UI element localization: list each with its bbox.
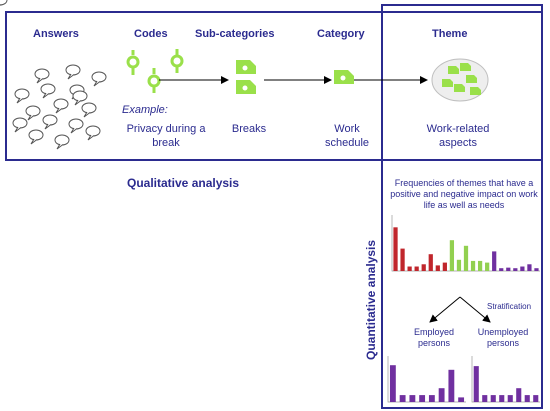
frequency-chart-bar — [456, 259, 462, 271]
codes-header: Codes — [134, 28, 168, 40]
employed-chart-bar — [399, 395, 406, 402]
subcategory-tags — [236, 60, 256, 94]
employed-chart-bar — [419, 395, 426, 402]
frequency-chart — [391, 215, 540, 272]
frequency-chart-bar — [506, 267, 511, 271]
frequency-chart-bar — [477, 260, 483, 271]
answers-header: Answers — [33, 28, 79, 40]
employed-chart-bar — [448, 369, 455, 402]
quantitative-frame — [381, 4, 543, 409]
frequency-chart-bar — [407, 266, 412, 271]
frequency-chart-bar — [463, 245, 469, 271]
stratification-label: Stratification — [487, 302, 532, 311]
code-icons — [126, 49, 184, 93]
frequency-chart-bar — [393, 227, 398, 271]
frequency-chart-bar — [449, 240, 455, 271]
quantitative-label: Quantitative analysis — [364, 240, 378, 360]
subcategories-header: Sub-categories — [195, 28, 275, 40]
arrow-to-employed — [429, 296, 461, 323]
unemployed-label: Unemployed persons — [477, 327, 529, 348]
theme-text: Work-related aspects — [426, 123, 490, 149]
employed-chart-bar — [458, 397, 465, 402]
employed-chart — [387, 356, 466, 403]
unemployed-chart-bar — [533, 395, 539, 402]
employed-chart-bar — [409, 395, 416, 402]
category-header: Category — [317, 28, 365, 40]
category-tag — [334, 70, 354, 84]
frequency-chart-bar — [499, 268, 504, 271]
frequency-chart-bar — [428, 254, 433, 271]
frequency-chart-bar — [400, 248, 405, 271]
employed-chart-bar — [438, 388, 445, 402]
unemployed-chart — [471, 356, 540, 403]
unemployed-chart-bar — [482, 395, 488, 402]
frequency-chart-bar — [485, 262, 490, 271]
example-label: Example: — [122, 104, 168, 116]
unemployed-chart-bar — [473, 366, 479, 402]
frequency-caption: Frequencies of themes that have a positi… — [390, 178, 538, 210]
frequency-chart-bar — [492, 251, 497, 271]
arrow-to-unemployed — [459, 296, 491, 323]
qualitative-label: Qualitative analysis — [127, 176, 240, 190]
frequency-chart-axis — [391, 215, 540, 272]
unemployed-chart-bar — [507, 395, 513, 402]
frequency-chart-bar — [435, 265, 440, 271]
unemployed-chart-bar — [524, 395, 530, 402]
category-text: Work schedule — [324, 123, 370, 149]
answer-bubbles — [0, 0, 107, 150]
frequency-chart-bar — [520, 266, 525, 271]
frequency-chart-bar — [527, 264, 532, 271]
codes-example-text: Privacy during a break — [126, 123, 206, 149]
unemployed-chart-bar — [499, 395, 505, 402]
theme-tags — [442, 63, 481, 95]
employed-chart-bar — [428, 395, 435, 402]
theme-header: Theme — [432, 28, 468, 40]
frequency-chart-bar — [421, 264, 426, 271]
frequency-chart-bar — [414, 266, 419, 271]
frequency-chart-bar — [442, 262, 447, 271]
subcategories-text: Breaks — [231, 123, 267, 135]
frequency-chart-bar — [534, 268, 539, 271]
employed-label: Employed persons — [413, 327, 455, 348]
frequency-chart-bar — [513, 268, 518, 271]
frequency-chart-bar — [470, 260, 476, 271]
employed-chart-bar — [389, 365, 396, 402]
unemployed-chart-bar — [490, 395, 496, 402]
unemployed-chart-bar — [516, 388, 522, 402]
